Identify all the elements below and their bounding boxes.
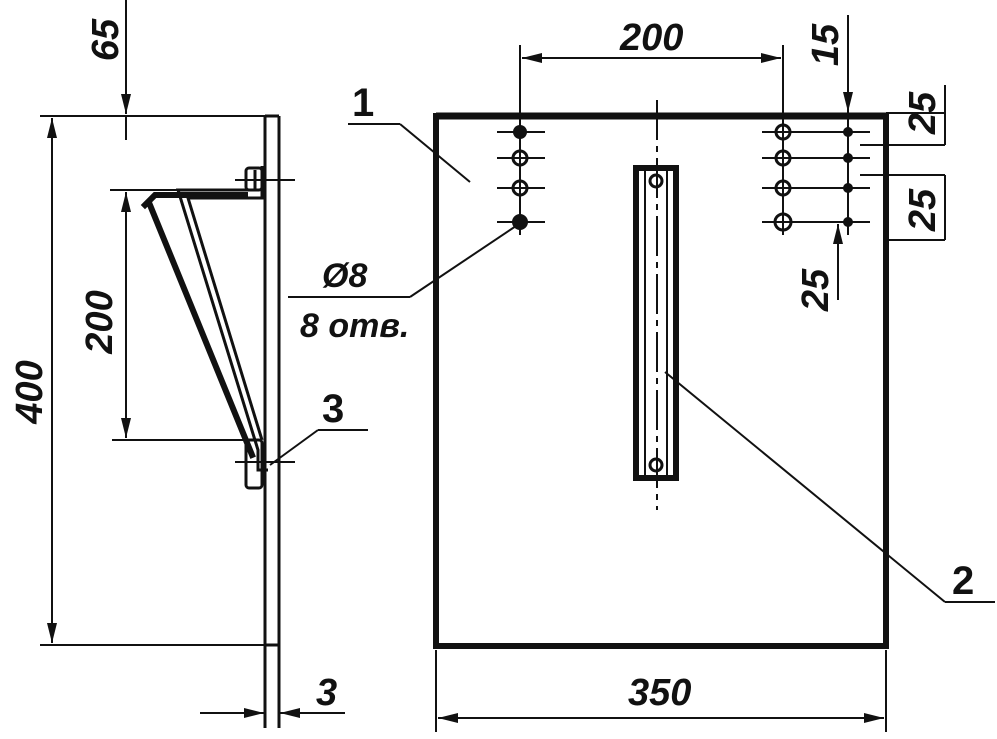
hole (773, 212, 793, 232)
hole (774, 123, 792, 141)
hole-note-count: 8 отв. (300, 307, 409, 345)
callout-part-3: 3 (322, 387, 344, 431)
plate-outline (433, 113, 889, 649)
dim-plate-height: 400 (9, 360, 51, 424)
bracket-upper-arm (140, 192, 248, 210)
hole (511, 149, 529, 167)
dim-hole-pitch-c: 25 (795, 268, 837, 312)
hole (843, 153, 853, 163)
hole (511, 179, 529, 197)
bracket-diagonal (146, 201, 256, 459)
dim-hole-pitch-b: 25 (902, 188, 944, 232)
leader-3 (269, 429, 319, 466)
dim-plate-width: 350 (628, 672, 691, 714)
hole (774, 179, 792, 197)
side-view: 400 65 200 3 3 (9, 0, 368, 728)
front-view: 200 15 25 25 25 350 1 Ø8 8 отв. 2 (288, 15, 995, 732)
bracket-outer (175, 170, 268, 472)
hole-column-right (762, 123, 870, 232)
callout-part-2: 2 (952, 559, 974, 603)
leader-2 (664, 371, 946, 603)
bracket-lower-lug (244, 438, 264, 490)
dim-hole-pitch-a: 25 (902, 91, 944, 135)
dim-hole-spacing: 200 (619, 17, 683, 59)
dim-bracket-height: 200 (79, 290, 121, 354)
dim-offset-top: 65 (85, 18, 127, 61)
hole (843, 217, 853, 227)
callout-part-1: 1 (352, 81, 374, 125)
hole (774, 149, 792, 167)
dim-edge-offset: 15 (805, 23, 847, 66)
bracket-inner (185, 166, 264, 441)
hole-note-leader (409, 225, 517, 298)
leader-1 (399, 123, 471, 183)
hole (843, 127, 853, 137)
hole-note-diameter: Ø8 (322, 257, 367, 295)
hole (513, 125, 527, 139)
slot-end-hole-bottom (648, 457, 664, 473)
dim-thickness: 3 (316, 672, 337, 714)
slot-bar (633, 165, 679, 481)
slot-end-hole-top (648, 173, 664, 189)
hole (843, 183, 853, 193)
